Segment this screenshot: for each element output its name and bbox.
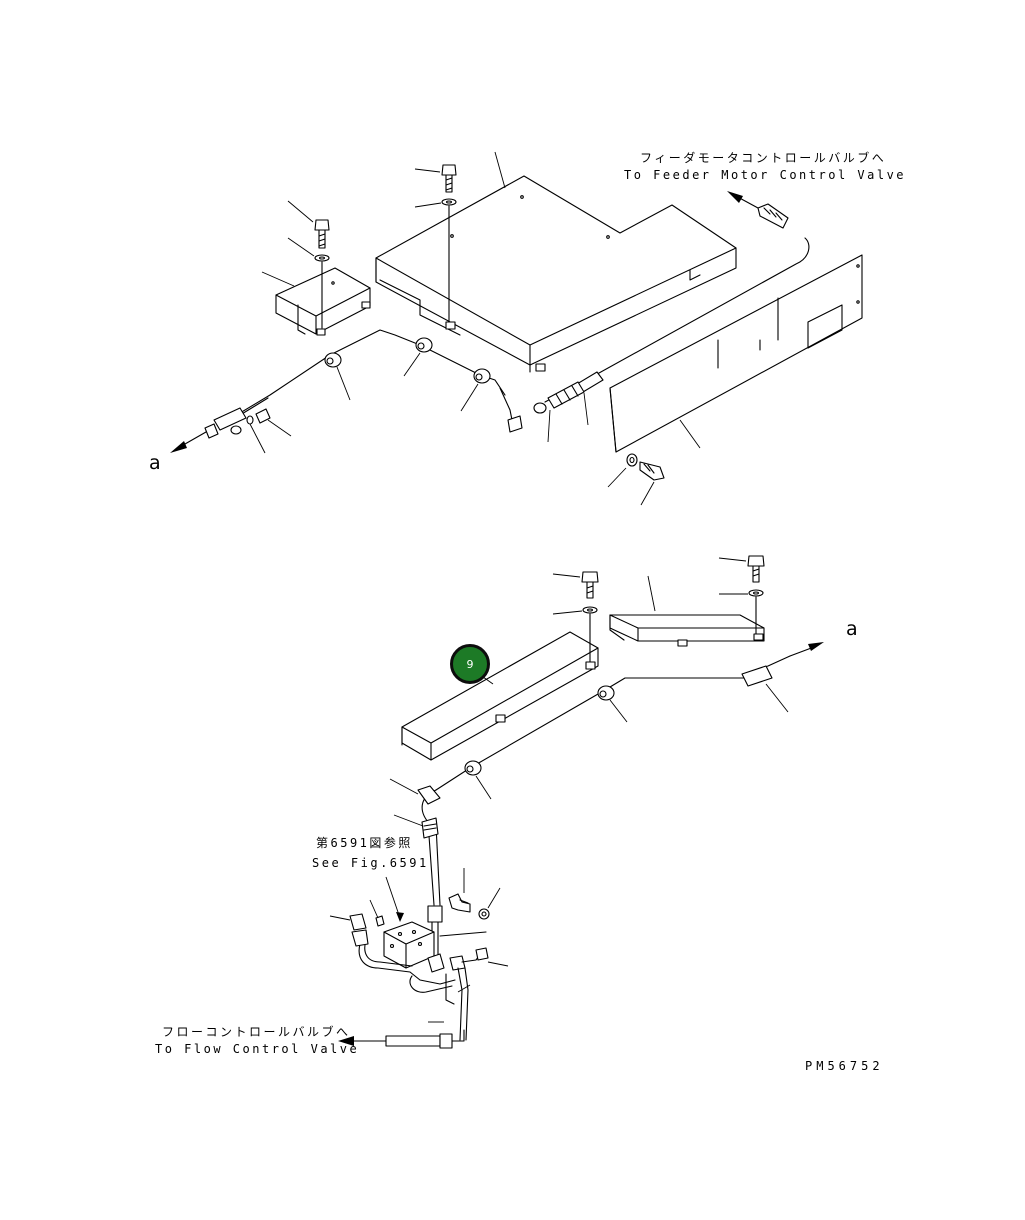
- upper-hose: [219, 237, 810, 426]
- upper-hose-fittings: [507, 371, 604, 443]
- feeder-valve-label-jp: フィーダモータコントロールバルブへ: [640, 151, 887, 165]
- arrow-to-a-upper: [170, 431, 207, 453]
- main-cover-bolt: [414, 164, 457, 323]
- bracket-cover-bolt: [718, 555, 765, 635]
- long-cover: [401, 631, 599, 761]
- valve-bolt: [448, 868, 501, 920]
- vertical-hose-fittings: [389, 778, 443, 923]
- drawing-code: PM56752: [805, 1059, 884, 1073]
- arrow-to-a-lower: [789, 642, 824, 657]
- flow-hose-end: [338, 1029, 465, 1049]
- see-fig-label-en: See Fig.6591: [312, 856, 429, 870]
- small-cover-bolt: [287, 200, 330, 329]
- callout-marker[interactable]: 9: [450, 644, 490, 684]
- reference-a-lower: a: [846, 618, 858, 640]
- flow-valve-label-jp: フローコントロールバルブへ: [162, 1025, 351, 1039]
- reference-a-upper: a: [149, 452, 161, 474]
- side-panel-bolt: [607, 453, 665, 506]
- flow-valve-label-en: To Flow Control Valve: [155, 1042, 360, 1056]
- small-cover: [261, 267, 371, 336]
- main-cover: [375, 151, 737, 373]
- bracket-cover: [609, 575, 765, 647]
- feeder-valve-label-en: To Feeder Motor Control Valve: [624, 168, 907, 182]
- long-cover-bolt: [552, 571, 599, 663]
- see-fig-label-jp: 第6591図参照: [316, 836, 413, 850]
- arrow-to-feeder: [727, 191, 759, 209]
- side-panel: [609, 254, 863, 453]
- lower-piping: [329, 899, 509, 1041]
- left-end-fittings: [204, 407, 292, 454]
- valve-block: [383, 876, 435, 969]
- lower-clamps: [464, 683, 789, 800]
- feeder-fitting: [757, 203, 789, 229]
- upper-clamps: [324, 337, 491, 412]
